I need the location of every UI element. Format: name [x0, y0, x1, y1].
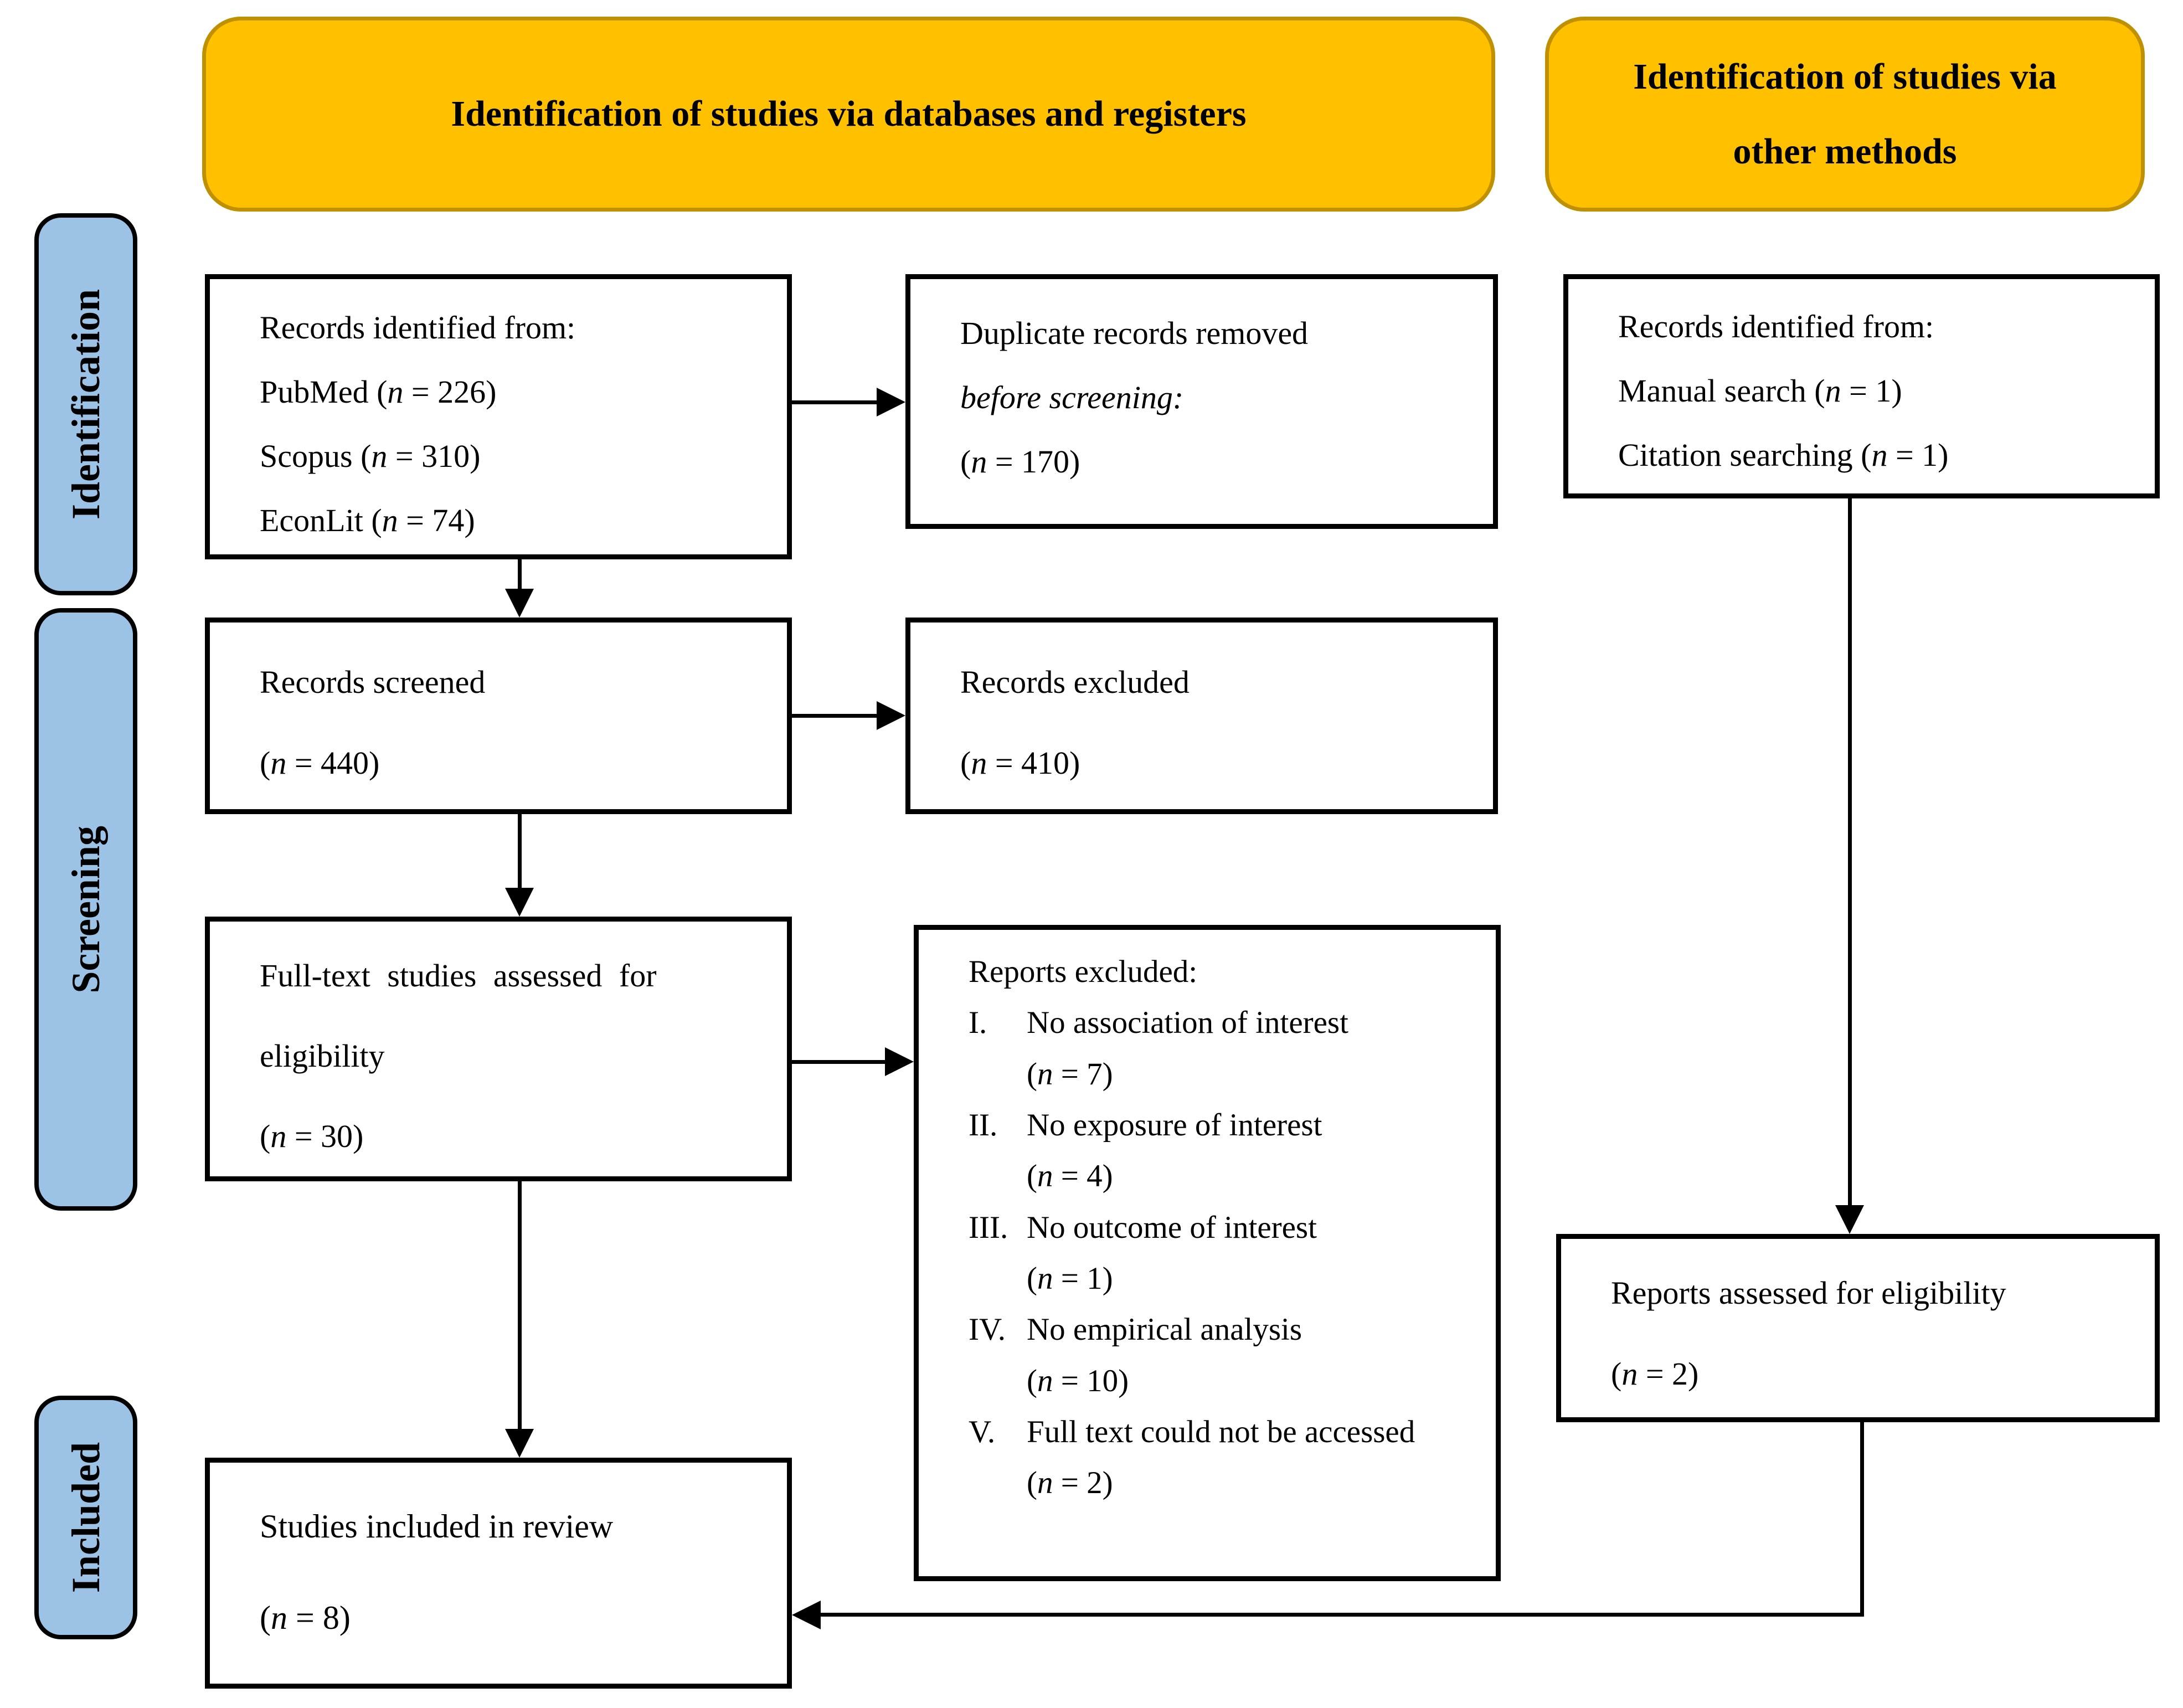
- arrow-assessed-to-included-head-icon: [792, 1601, 821, 1629]
- excluded-reason-item: II. No exposure of interest: [919, 1100, 1496, 1151]
- stage-label-included: Included: [34, 1396, 137, 1639]
- arrow-screened-to-fulltext-line: [518, 814, 522, 888]
- box-line: Duplicate records removed: [960, 315, 1309, 351]
- reason-count: (n = 7): [1027, 1056, 1113, 1092]
- arrow-screened-to-fulltext-head-icon: [505, 888, 534, 917]
- arrow-screened-to-excluded-head-icon: [877, 701, 905, 730]
- stage-label-screening: Screening: [34, 608, 137, 1211]
- box-line: (n = 8): [260, 1599, 351, 1636]
- reason-count: (n = 1): [1027, 1261, 1113, 1296]
- excluded-reason-item: I. No association of interest: [919, 997, 1496, 1048]
- box-line: (n = 170): [960, 444, 1080, 480]
- excluded-reason-item: III. No outcome of interest: [919, 1202, 1496, 1253]
- box-line: (n = 410): [960, 745, 1080, 781]
- reason-count: (n = 2): [1027, 1465, 1113, 1501]
- box-fulltext-assessed: Full-text studies assessed for eligibili…: [205, 917, 792, 1181]
- box-line: (n = 440): [260, 745, 380, 781]
- box-line: Full-text studies assessed for: [260, 958, 657, 994]
- stage-label-identification: Identification: [34, 213, 137, 595]
- reason-numeral: IV.: [969, 1312, 1006, 1347]
- header-databases-registers: Identification of studies via databases …: [202, 17, 1495, 212]
- arrow-other-to-assessed-line: [1848, 498, 1852, 1205]
- box-line: EconLit (n = 74): [260, 502, 475, 538]
- box-records-excluded: Records excluded (n = 410): [905, 618, 1498, 814]
- reason-numeral: III.: [969, 1210, 1008, 1245]
- arrow-identified-to-duplicates-head-icon: [877, 388, 905, 416]
- reason-count: (n = 4): [1027, 1159, 1113, 1194]
- arrow-fulltext-to-reports-excluded-line: [792, 1060, 885, 1064]
- box-line: Manual search (n = 1): [1618, 373, 1902, 409]
- reason-text: No association of interest: [1027, 1005, 1348, 1041]
- arrow-assessed-to-included-hline: [821, 1613, 1864, 1617]
- box-line: Records screened: [260, 664, 486, 700]
- header-databases-registers-text: Identification of studies via databases …: [451, 94, 1247, 134]
- header-other-methods-line1: Identification of studies via: [1633, 56, 2057, 97]
- box-duplicate-records-removed: Duplicate records removed before screeni…: [905, 274, 1498, 529]
- box-line: Records excluded: [960, 664, 1190, 700]
- box-line: Reports assessed for eligibility: [1611, 1275, 2006, 1311]
- reason-text: No outcome of interest: [1027, 1210, 1317, 1245]
- reason-text: Full text could not be accessed: [1027, 1414, 1415, 1449]
- arrow-other-to-assessed-head-icon: [1835, 1205, 1864, 1234]
- stage-label-included-text: Included: [63, 1442, 108, 1593]
- reason-numeral: II.: [969, 1107, 998, 1143]
- header-other-methods: Identification of studies via other meth…: [1545, 17, 2145, 212]
- box-line: (n = 30): [260, 1118, 364, 1154]
- box-line: Reports excluded:: [969, 954, 1198, 989]
- reason-numeral: V.: [969, 1414, 996, 1449]
- box-line: Citation searching (n = 1): [1618, 437, 1949, 473]
- box-line: (n = 2): [1611, 1356, 1699, 1392]
- box-line: Scopus (n = 310): [260, 438, 481, 474]
- arrow-screened-to-excluded-line: [792, 714, 878, 718]
- box-line: PubMed (n = 226): [260, 374, 497, 410]
- arrow-fulltext-to-included-head-icon: [505, 1429, 534, 1458]
- box-records-screened: Records screened (n = 440): [205, 618, 792, 814]
- reason-count: (n = 10): [1027, 1363, 1129, 1398]
- reason-text: No empirical analysis: [1027, 1312, 1302, 1347]
- arrow-fulltext-to-reports-excluded-head-icon: [885, 1047, 914, 1076]
- box-reports-excluded: Reports excluded: I. No association of i…: [914, 925, 1501, 1581]
- box-reports-assessed: Reports assessed for eligibility (n = 2): [1556, 1234, 2160, 1422]
- arrow-fulltext-to-included-line: [518, 1181, 522, 1429]
- box-line: Records identified from:: [260, 310, 576, 346]
- stage-label-identification-text: Identification: [63, 289, 108, 519]
- arrow-identified-to-screened-head-icon: [505, 589, 534, 618]
- box-studies-included: Studies included in review (n = 8): [205, 1458, 792, 1689]
- arrow-identified-to-screened-line: [518, 559, 522, 590]
- box-records-identified-databases: Records identified from: PubMed (n = 226…: [205, 274, 792, 559]
- reason-numeral: I.: [969, 1005, 987, 1041]
- box-line: eligibility: [260, 1038, 385, 1074]
- arrow-identified-to-duplicates-line: [792, 400, 878, 404]
- box-records-identified-other: Records identified from: Manual search (…: [1563, 274, 2160, 498]
- header-other-methods-line2: other methods: [1733, 131, 1957, 172]
- stage-label-screening-text: Screening: [63, 825, 108, 994]
- box-line: before screening:: [960, 379, 1184, 415]
- reason-text: No exposure of interest: [1027, 1107, 1322, 1143]
- box-line: Records identified from:: [1618, 308, 1934, 344]
- excluded-reason-item: V. Full text could not be accessed: [919, 1407, 1496, 1458]
- arrow-assessed-to-included-vline: [1860, 1422, 1864, 1617]
- excluded-reason-item: IV. No empirical analysis: [919, 1304, 1496, 1355]
- box-line: Studies included in review: [260, 1508, 614, 1545]
